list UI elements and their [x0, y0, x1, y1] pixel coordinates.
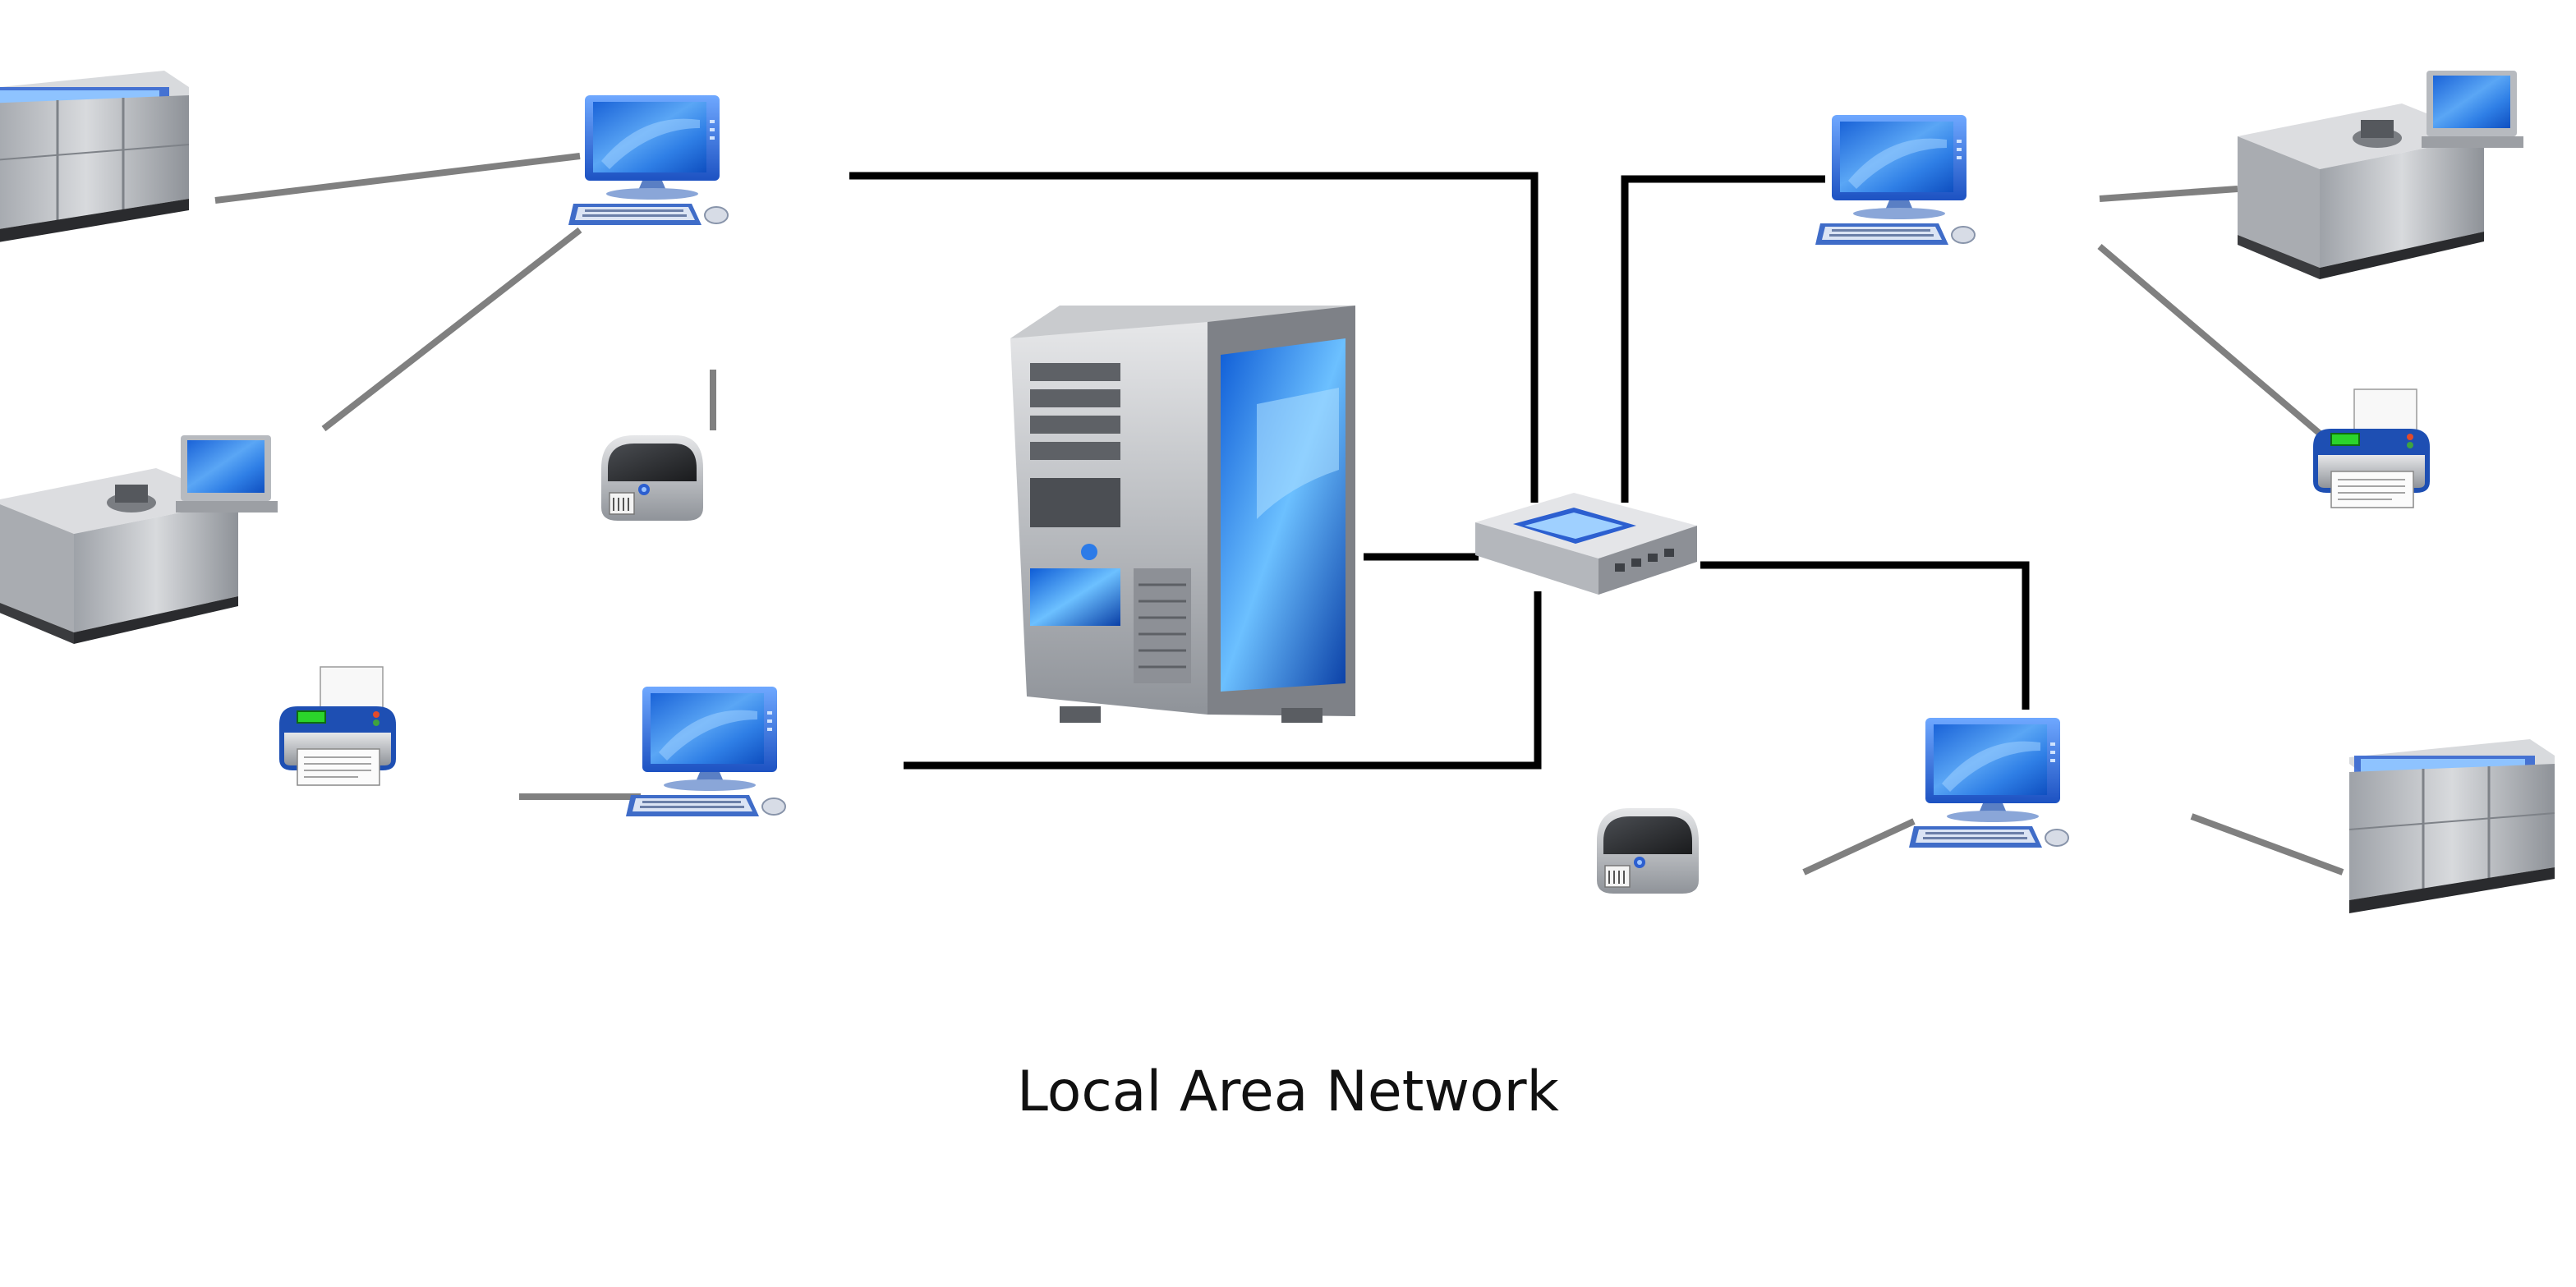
desktop-printer-icon: [2312, 388, 2431, 508]
server-tower-icon: [1009, 304, 1357, 724]
lab-analyzer-with-screen-icon: [2238, 71, 2523, 279]
link-analyzer-bottom-right: [2190, 813, 2344, 876]
lan-cable-top-left: [849, 172, 1539, 503]
lan-cable-bottom-left: [904, 591, 1542, 770]
desktop-computer-icon: [568, 94, 729, 226]
diagram-caption: Local Area Network: [1017, 1059, 1559, 1124]
link-analyzer-mid-left: [321, 227, 582, 432]
lab-analyzer-icon: [0, 69, 191, 246]
lab-analyzer-icon: [2348, 738, 2556, 915]
label-printer-icon: [600, 434, 704, 522]
network-switch-icon: [1475, 493, 1697, 595]
label-printer-icon: [1596, 807, 1700, 894]
link-label-printer-right: [1802, 818, 1916, 876]
desktop-computer-icon: [1908, 717, 2069, 848]
desktop-printer-icon: [278, 666, 397, 786]
lan-cable-bottom-right: [1700, 561, 2030, 710]
desktop-computer-icon: [625, 686, 786, 817]
lab-analyzer-with-screen-icon: [0, 435, 278, 644]
link-analyzer-top-left: [214, 153, 581, 204]
lan-cable-top-right: [1621, 175, 1825, 503]
link-printer-right: [2097, 243, 2332, 445]
desktop-computer-icon: [1815, 114, 1976, 246]
link-analyzer-top-right: [2099, 186, 2238, 202]
